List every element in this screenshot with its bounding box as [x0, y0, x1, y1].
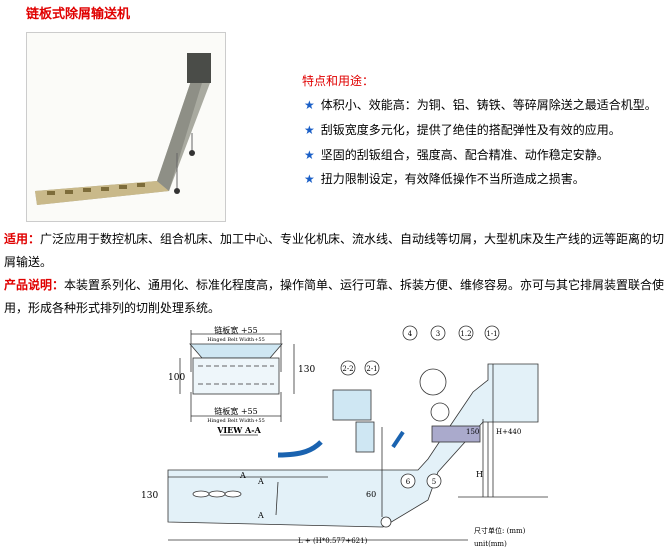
part-label: 5: [432, 478, 436, 486]
view-bottom-width-sublabel: Hinged Belt Width+55: [207, 418, 265, 424]
dim-150: 150: [466, 428, 479, 436]
star-icon: ★: [304, 98, 315, 112]
star-icon: ★: [304, 148, 315, 162]
dim-60: 60: [366, 490, 376, 499]
dim-h: H: [476, 470, 483, 479]
feature-item: ★ 刮钣宽度多元化，提供了绝佳的搭配弹性及有效的应用。: [304, 121, 621, 138]
dimension-diagram: 链板宽 +55 Hinged Belt Width+55 链板宽 +55 Hin…: [141, 325, 558, 548]
application-text: 广泛应用于数控机床、组合机床、加工中心、专业化机床、流水线、自动线等切屑，大型机…: [4, 232, 665, 269]
feature-text: 刮钣宽度多元化，提供了绝佳的搭配弹性及有效的应用。: [320, 123, 621, 137]
part-label: 1-1: [486, 330, 497, 338]
feature-text: 坚固的刮钣组合，强度高、配合精准、动作稳定安静。: [320, 148, 609, 162]
part-label: 1.2: [460, 330, 471, 338]
part-label: 2-1: [366, 365, 377, 373]
section-marker-a: A: [257, 511, 264, 520]
feature-text: 扭力限制设定，有效降低操作不当所造成之损害。: [320, 172, 585, 186]
flow-arrow-icon: [391, 430, 405, 449]
dim-a: A: [239, 471, 246, 480]
feature-item: ★ 坚固的刮钣组合，强度高、配合精准、动作稳定安静。: [304, 146, 609, 163]
feature-item: ★ 扭力限制设定，有效降低操作不当所造成之损害。: [304, 170, 585, 187]
view-top-width-label: 链板宽 +55: [214, 325, 257, 335]
unit-label-en: unit(mm): [474, 540, 507, 548]
star-icon: ★: [304, 172, 315, 186]
part-label: 2-2: [342, 365, 353, 373]
description-label: 产品说明：: [4, 278, 65, 292]
page-title: 链板式除屑输送机: [26, 7, 131, 22]
view-a-a: [179, 330, 295, 436]
part-label: 4: [408, 330, 413, 338]
feature-text: 体积小、效能高：为铜、铝、铸铁、等碎屑除送之最适合机型。: [320, 98, 657, 112]
section-marker-a: A: [257, 477, 264, 486]
part-label: 6: [406, 478, 411, 486]
conveyor-photo-illustration: [27, 33, 225, 221]
view-caption: VIEW A-A: [216, 425, 261, 435]
flow-arrow-icon: [277, 440, 323, 458]
dim-h-plus-440: H+440: [496, 428, 521, 436]
application-paragraph: 适用：广泛应用于数控机床、组合机床、加工中心、专业化机床、流水线、自动线等切屑，…: [4, 228, 668, 274]
features-heading: 特点和用途：: [302, 74, 375, 88]
dim-130: 130: [141, 491, 158, 501]
view-bottom-width-label: 链板宽 +55: [214, 406, 257, 416]
description-paragraph: 产品说明：本装置系列化、通用化、标准化程度高，操作简单、运行可靠、拆装方便、维修…: [4, 274, 668, 320]
feature-item: ★ 体积小、效能高：为铜、铝、铸铁、等碎屑除送之最适合机型。: [304, 96, 657, 113]
part-callouts: [340, 325, 500, 489]
dim-100: 100: [168, 373, 185, 383]
dim-130-view: 130: [298, 365, 315, 375]
unit-label-cn: 尺寸单位: (mm): [474, 526, 526, 535]
view-top-width-sublabel: Hinged Belt Width+55: [207, 337, 265, 343]
conveyor-side-view: [167, 363, 558, 541]
dim-length: L + (H*0.577+621): [298, 537, 368, 545]
product-photo: [26, 32, 226, 222]
technical-drawing: 链板宽 +55 Hinged Belt Width+55 链板宽 +55 Hin…: [128, 322, 558, 552]
star-icon: ★: [304, 123, 315, 137]
description-text: 本装置系列化、通用化、标准化程度高，操作简单、运行可靠、拆装方便、维修容易。亦可…: [4, 278, 665, 315]
application-label: 适用：: [4, 232, 41, 246]
part-label: 3: [436, 330, 440, 338]
